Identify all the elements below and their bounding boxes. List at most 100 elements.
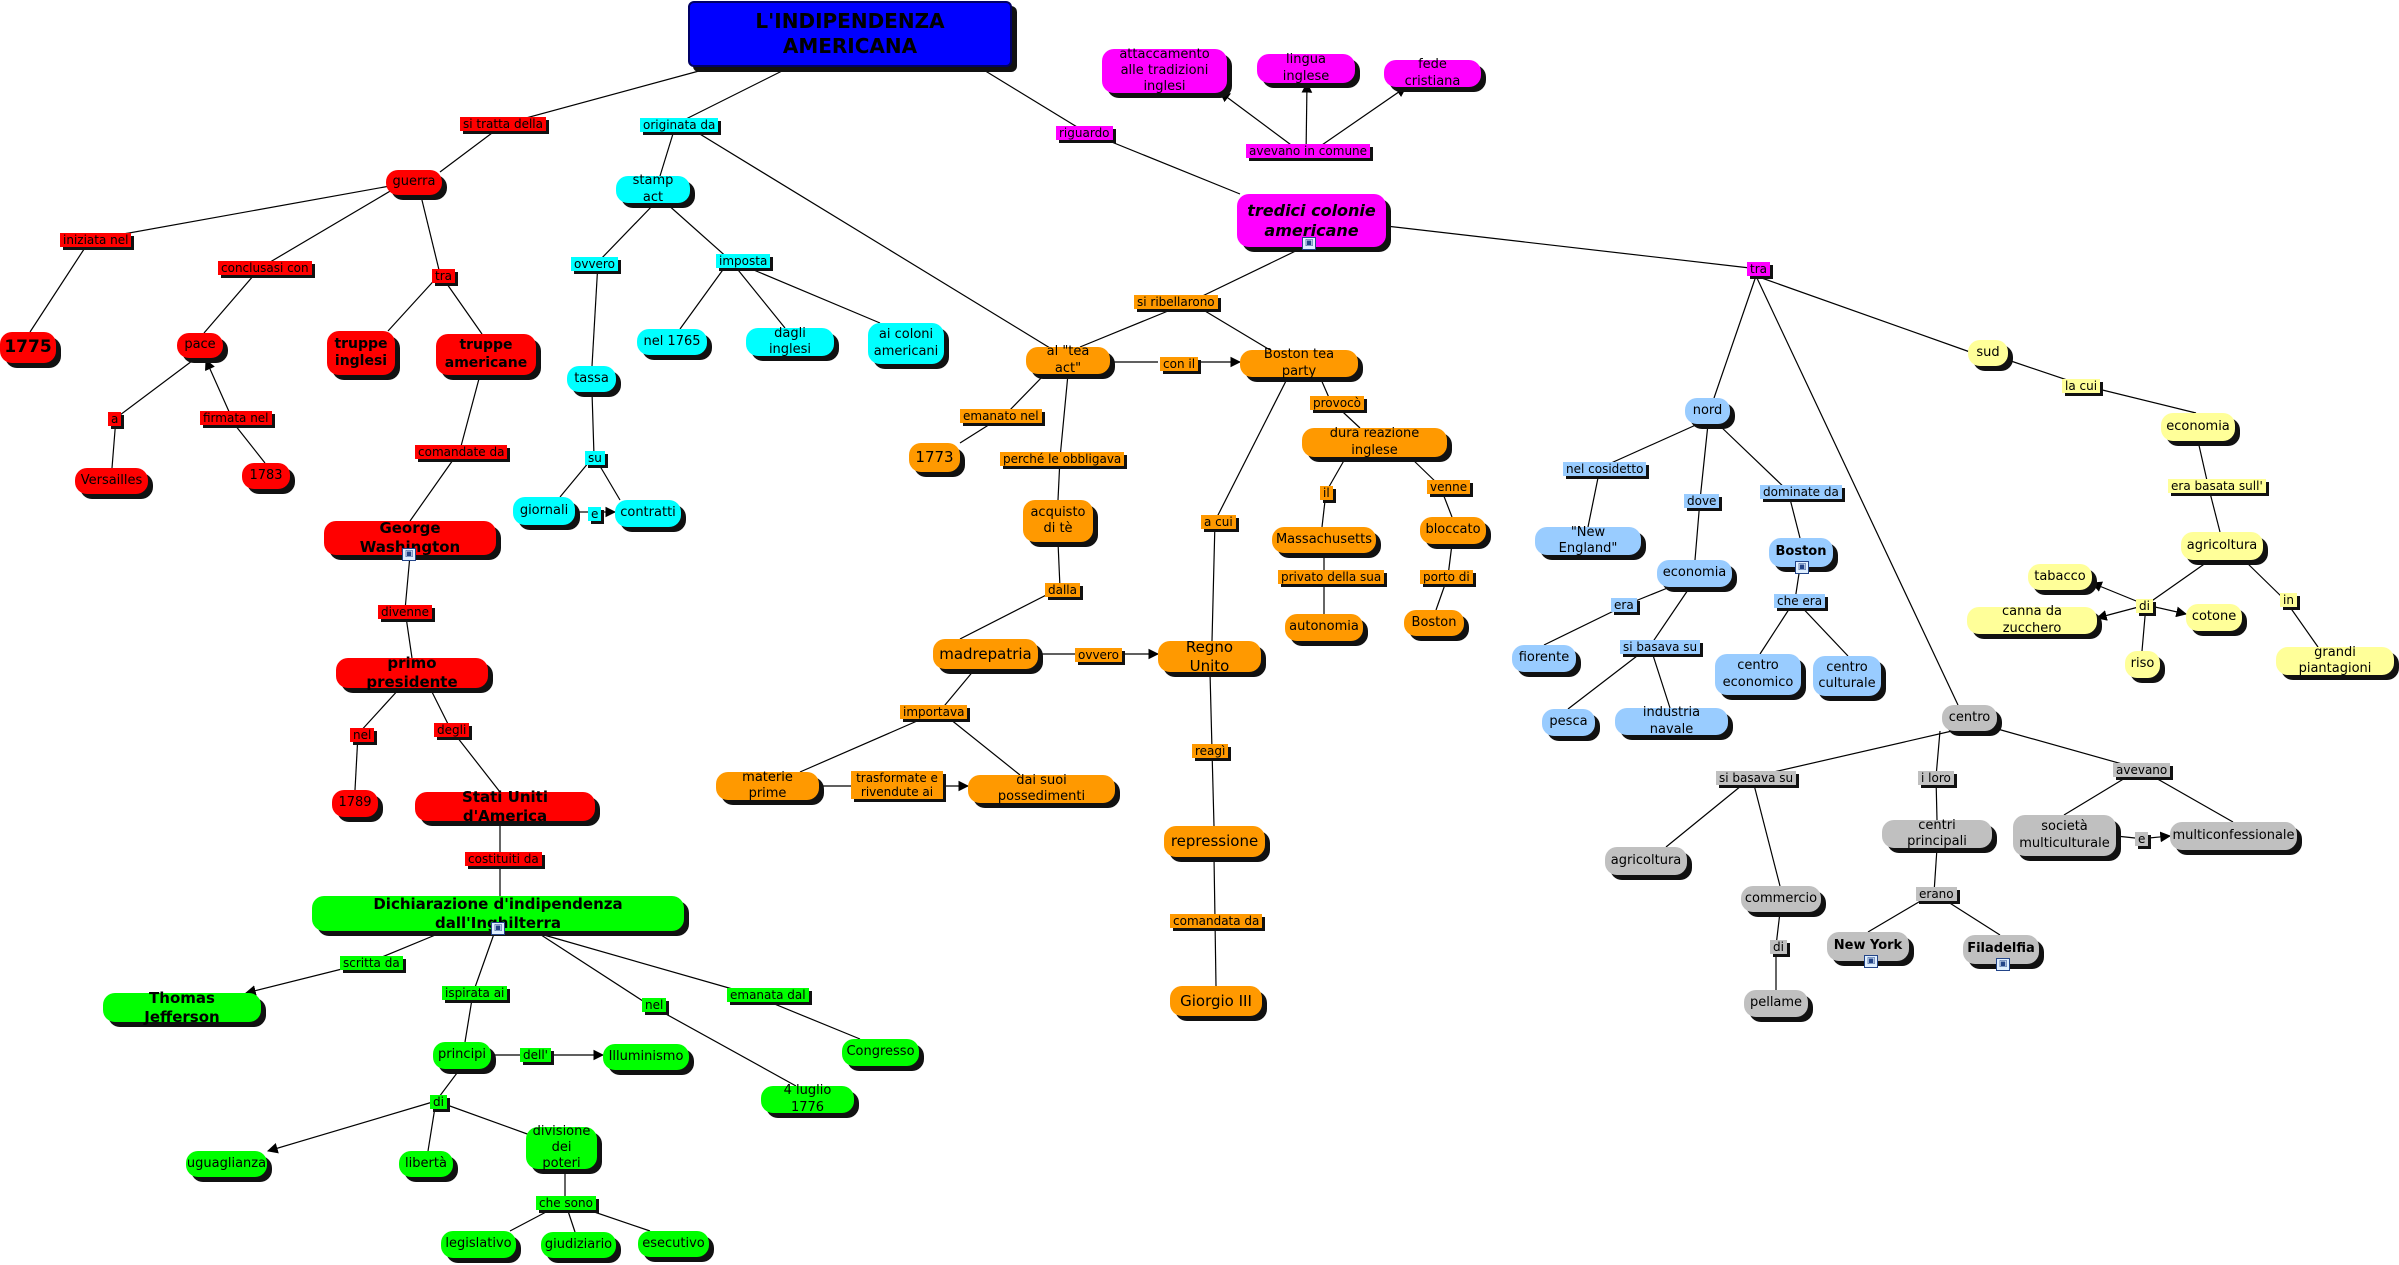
node-versailles[interactable]: Versailles [75, 468, 148, 494]
node-principi[interactable]: principi [433, 1042, 491, 1069]
connector-line [2243, 559, 2286, 601]
node-commercio[interactable]: commercio [1741, 886, 1821, 912]
node-fede[interactable]: fede cristiana [1384, 57, 1481, 89]
node-madrepatria[interactable]: madrepatria [933, 639, 1038, 669]
node-materie-prime[interactable]: materie prime [716, 770, 819, 801]
node-boston-porto[interactable]: Boston [1404, 610, 1464, 636]
node-legislativo[interactable]: legislativo [441, 1231, 516, 1258]
node-ai-coloni[interactable]: ai coloni americani [868, 323, 944, 364]
filadelfia-resource-icon[interactable]: ▣ [1996, 958, 2010, 971]
link-trasformate: trasformate e rivendute ai [851, 771, 943, 799]
node-industria[interactable]: industria navale [1615, 705, 1728, 737]
connector-line [1599, 423, 1699, 469]
link-con-il: con il [1160, 357, 1199, 371]
node-pellame[interactable]: pellame [1744, 990, 1808, 1017]
node-economia-sud[interactable]: economia [2161, 413, 2235, 441]
node-illuminismo[interactable]: Illuminismo [603, 1044, 689, 1070]
node-autonomia[interactable]: autonomia [1285, 614, 1363, 641]
node-massachusetts[interactable]: Massachusetts [1272, 527, 1376, 553]
link-a-cui: a cui [1201, 515, 1236, 529]
node-tabacco[interactable]: tabacco [2028, 564, 2092, 590]
node-dagli-inglesi[interactable]: dagli inglesi [746, 326, 834, 357]
node-regno-unito[interactable]: Regno Unito [1158, 638, 1261, 675]
node-pace[interactable]: pace [177, 333, 223, 358]
node-stamp-act[interactable]: stamp act [616, 173, 690, 205]
node-liberta[interactable]: libertà [399, 1151, 453, 1177]
connector-line [1059, 373, 1069, 459]
node-bloccato[interactable]: bloccato [1420, 517, 1486, 544]
connector-line [1755, 275, 1959, 706]
node-esecutivo[interactable]: esecutivo [638, 1231, 709, 1257]
node-jefferson[interactable]: Thomas Jefferson [103, 989, 261, 1026]
node-nel-1765[interactable]: nel 1765 [637, 329, 707, 355]
new-york-resource-icon[interactable]: ▣ [1864, 955, 1878, 968]
node-agricoltura-centro[interactable]: agricoltura [1605, 847, 1687, 875]
node-piantagioni[interactable]: grandi piantagioni [2276, 645, 2394, 676]
node-cotone[interactable]: cotone [2186, 604, 2242, 631]
connector-line [472, 930, 496, 994]
node-washington[interactable]: George Washington [324, 519, 496, 556]
node-1773[interactable]: 1773 [909, 443, 960, 472]
node-economia-nord[interactable]: economia [1657, 560, 1732, 587]
node-stati-uniti-text: Stati Uniti d'America [462, 787, 548, 825]
link-si-basava-centro: si basava su [1716, 771, 1797, 785]
node-tassa[interactable]: tassa [567, 366, 616, 392]
connector-line [1751, 730, 1953, 778]
node-lingua[interactable]: lingua inglese [1257, 52, 1355, 84]
node-acquisto-text: acquisto di tè [1030, 504, 1086, 536]
node-divisione[interactable]: divisione dei poteri [526, 1124, 597, 1171]
node-fiorente[interactable]: fiorente [1512, 645, 1576, 672]
node-giorgio[interactable]: Giorgio III [1170, 986, 1262, 1016]
node-possedimenti[interactable]: dai suoi possedimenti [968, 773, 1115, 804]
node-giudiziario[interactable]: giudiziario [541, 1232, 616, 1258]
node-giornali[interactable]: giornali [513, 497, 575, 525]
node-societa[interactable]: società multiculturale [2013, 815, 2116, 856]
node-stati-uniti[interactable]: Stati Uniti d'America [415, 788, 595, 825]
node-dura-reazione[interactable]: dura reazione inglese [1302, 426, 1447, 458]
node-canna[interactable]: canna da zucchero [1967, 604, 2097, 636]
node-agricoltura-sud[interactable]: agricoltura [2181, 532, 2263, 560]
boston-resource-icon[interactable]: ▣ [1795, 561, 1809, 574]
connector-line [659, 123, 677, 177]
title-node[interactable]: L'INDIPENDENZA AMERICANA [688, 1, 1012, 67]
node-congresso[interactable]: Congresso [842, 1039, 919, 1066]
node-centro[interactable]: centro [1942, 705, 1997, 731]
tredici-resource-icon[interactable]: ▣ [1302, 237, 1316, 250]
node-4-luglio[interactable]: 4 luglio 1776 [761, 1083, 854, 1115]
dichiarazione-resource-icon[interactable]: ▣ [491, 922, 505, 935]
node-riso[interactable]: riso [2125, 651, 2160, 678]
node-primo-presidente[interactable]: primo presidente [336, 654, 488, 691]
link-dominate: dominate da [1760, 485, 1842, 499]
node-1783[interactable]: 1783 [242, 463, 290, 489]
node-multiconfessionale[interactable]: multiconfessionale [2170, 822, 2297, 850]
node-repressione[interactable]: repressione [1164, 826, 1265, 857]
node-new-york[interactable]: New York [1827, 932, 1909, 961]
node-centro-culturale[interactable]: centro culturale [1813, 656, 1881, 696]
node-new-england[interactable]: "New England" [1535, 525, 1641, 556]
link-venne: venne [1427, 480, 1471, 494]
node-1775[interactable]: 1775 [0, 332, 56, 363]
node-centri-principali[interactable]: centri principali [1882, 818, 1992, 849]
link-era-basata: era basata sull' [2168, 479, 2266, 493]
node-1789[interactable]: 1789 [332, 790, 378, 817]
node-guerra[interactable]: guerra [386, 170, 442, 195]
node-boston-city[interactable]: Boston [1769, 538, 1833, 567]
node-acquisto[interactable]: acquisto di tè [1023, 500, 1093, 542]
node-truppe-inglesi[interactable]: truppe inglesi [327, 331, 395, 375]
node-attaccamento[interactable]: attaccamento alle tradizioni inglesi [1102, 47, 1227, 94]
connector-line [1587, 467, 1601, 528]
node-truppe-americane[interactable]: truppe americane [436, 334, 536, 375]
node-pesca[interactable]: pesca [1542, 709, 1595, 736]
node-centro-economico[interactable]: centro economico [1715, 654, 1801, 695]
node-nord[interactable]: nord [1685, 398, 1730, 424]
connector-line [1214, 919, 1217, 987]
node-uguaglianza[interactable]: uguaglianza [186, 1151, 267, 1177]
node-1773-text: 1773 [915, 448, 954, 467]
connector-line [1699, 423, 1709, 501]
node-contratti[interactable]: contratti [615, 500, 681, 527]
node-sud[interactable]: sud [1968, 340, 2008, 366]
washington-resource-icon[interactable]: ▣ [402, 548, 416, 561]
link-dell: dell' [520, 1048, 551, 1062]
node-boston-tea[interactable]: Boston tea party [1240, 347, 1358, 379]
node-tea-act[interactable]: al "tea act" [1026, 344, 1110, 376]
